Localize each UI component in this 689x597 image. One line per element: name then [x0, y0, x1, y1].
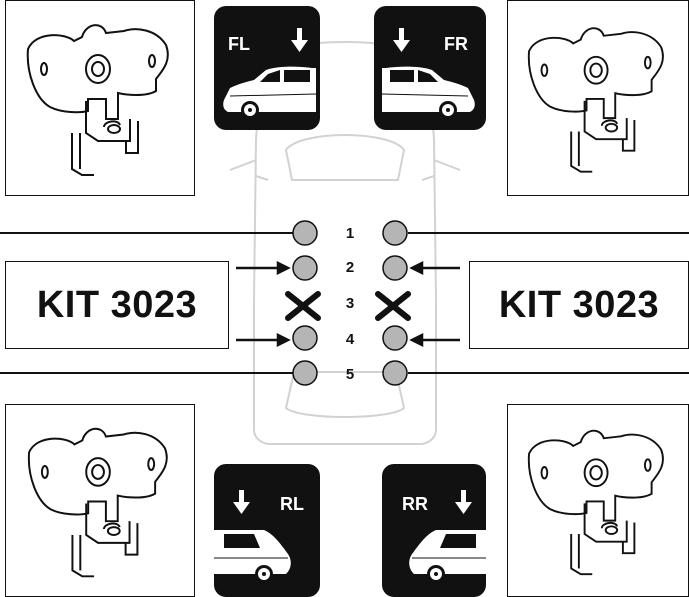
car-side-icon: [223, 66, 316, 119]
bracket-icon: [27, 427, 168, 578]
down-arrow-icon: [233, 490, 250, 514]
pin-left-2: [292, 255, 318, 281]
pin-left-5: [292, 360, 318, 386]
position-number-4: 4: [345, 331, 355, 348]
bracket-box-bottom-left: [5, 404, 195, 597]
down-arrow-icon: [393, 28, 410, 52]
bracket-icon: [527, 429, 664, 576]
down-arrow-icon: [291, 28, 308, 52]
pin-right-2: [382, 255, 408, 281]
bracket-icon: [527, 27, 664, 173]
pin-left-4: [292, 325, 318, 351]
tag-front-left: FL: [214, 6, 320, 130]
position-number-2: 2: [345, 259, 355, 276]
bracket-box-top-right: [507, 0, 689, 196]
pin-right-5: [382, 360, 408, 386]
pin-left-1: [292, 220, 318, 246]
tag-fl-label: FL: [228, 34, 250, 54]
position-number-1: 1: [345, 225, 355, 242]
tag-rear-right: RR: [382, 464, 486, 597]
tag-rear-left: RL: [214, 464, 320, 597]
tag-fr-label: FR: [444, 34, 468, 54]
position-number-3: 3: [345, 295, 355, 312]
tag-front-right: FR: [374, 6, 486, 130]
car-side-icon: [409, 530, 486, 583]
tag-rr-label: RR: [402, 494, 428, 514]
car-side-icon: [381, 66, 475, 119]
kit-label-left: KIT 3023: [5, 261, 229, 349]
down-arrow-icon: [455, 490, 472, 514]
bracket-box-bottom-right: [507, 404, 689, 597]
position-number-5: 5: [345, 366, 355, 383]
bracket-box-top-left: [5, 0, 195, 196]
pin-right-1: [382, 220, 408, 246]
pin-right-4: [382, 325, 408, 351]
bracket-icon: [26, 24, 169, 176]
tag-rl-label: RL: [280, 494, 304, 514]
cross-mark-icon: [375, 291, 411, 321]
cross-mark-icon: [285, 291, 321, 321]
kit-label-right: KIT 3023: [469, 261, 689, 349]
car-side-icon: [214, 530, 291, 583]
